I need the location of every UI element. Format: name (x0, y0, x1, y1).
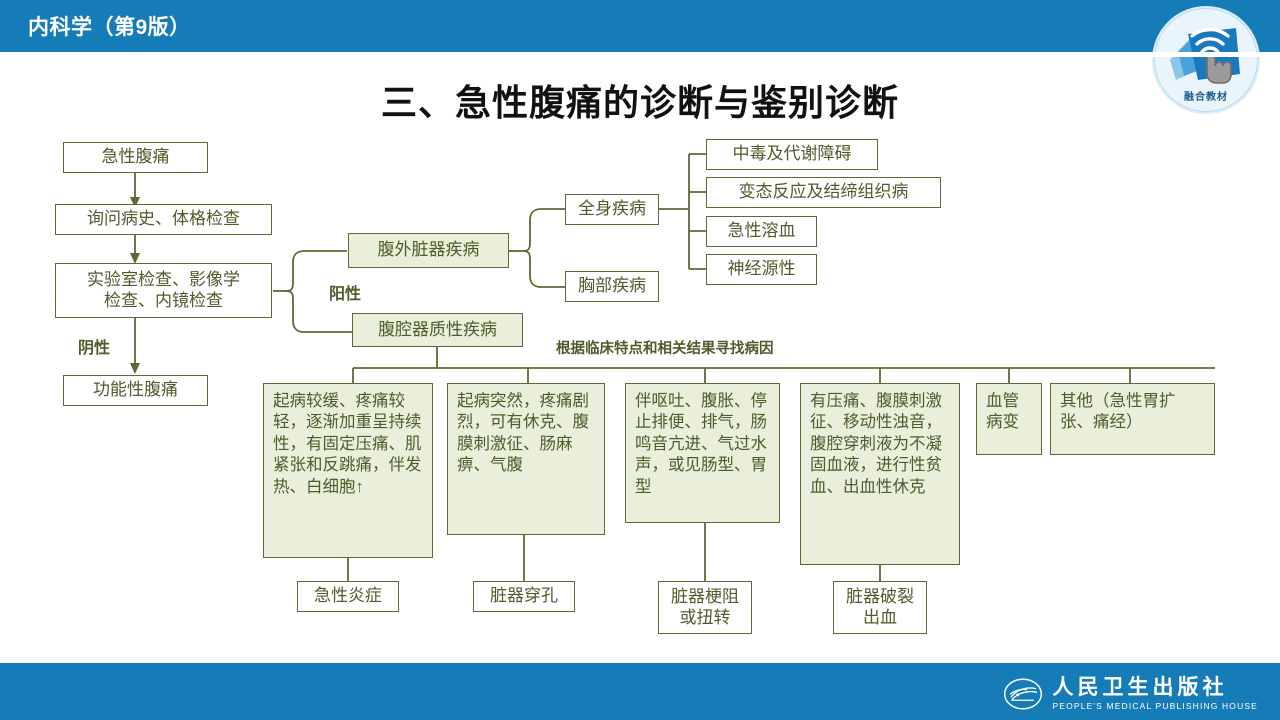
box-label: 急性炎症 (314, 586, 382, 606)
badge-ronghe-jiaocai: 融合教材 (1152, 6, 1260, 114)
box-label: 脏器穿孔 (490, 586, 558, 606)
header-divider (0, 52, 1280, 57)
node-label: 中毒及代谢障碍 (732, 144, 852, 164)
box-text: 血管病变 (986, 392, 1019, 432)
node-label: 变态反应及结缔组织病 (738, 182, 909, 202)
box-acute-inflammation: 急性炎症 (297, 581, 399, 612)
footer-bar (0, 663, 1280, 720)
header-title: 内科学（第9版） (28, 16, 191, 39)
node-chest-disease: 胸部疾病 (565, 271, 659, 302)
box-feature-inflammation: 起病较缓、疼痛较轻，逐渐加重呈持续性，有固定压痛、肌紧张和反跳痛，伴发热、白细胞… (263, 383, 433, 558)
box-text: 伴呕吐、腹胀、停止排便、排气，肠鸣音亢进、气过水声，或见肠型、胃型 (635, 392, 767, 496)
node-poisoning-metabolic-disorder: 中毒及代谢障碍 (706, 139, 878, 170)
node-label: 腹腔器质性疾病 (378, 319, 497, 339)
node-allergy-connective-tissue-disease: 变态反应及结缔组织病 (706, 177, 941, 208)
node-label: 神经源性 (727, 259, 796, 279)
node-acute-hemolysis: 急性溶血 (706, 216, 817, 247)
node-acute-abdominal-pain: 急性腹痛 (63, 142, 208, 173)
node-label: 急性腹痛 (101, 147, 170, 167)
badge-label: 融合教材 (1184, 92, 1228, 103)
node-lab-imaging-endoscopy: 实验室检查、影像学 检查、内镜检查 (55, 263, 272, 318)
node-label: 实验室检查、影像学 检查、内镜检查 (87, 269, 240, 310)
box-label: 脏器梗阻 或扭转 (671, 586, 739, 627)
box-feature-other: 其他（急性胃扩张、痛经） (1050, 383, 1215, 455)
node-label: 功能性腹痛 (93, 380, 178, 400)
box-label: 脏器破裂 出血 (846, 586, 914, 627)
page-title: 三、急性腹痛的诊断与鉴别诊断 (380, 82, 899, 123)
node-label: 急性溶血 (727, 221, 796, 241)
node-extra-abdominal-organ-disease: 腹外脏器疾病 (348, 233, 509, 268)
cause-search-note: 根据临床特点和相关结果寻找病因 (556, 341, 774, 357)
node-label: 全身疾病 (578, 199, 646, 219)
node-history-physical-exam: 询问病史、体格检查 (55, 204, 272, 235)
box-feature-perforation: 起病突然，疼痛剧烈，可有休克、腹膜刺激征、肠麻痹、气腹 (447, 383, 605, 535)
node-systemic-disease: 全身疾病 (565, 194, 659, 225)
node-abdominal-organic-disease: 腹腔器质性疾病 (352, 313, 523, 347)
box-text: 其他（急性胃扩张、痛经） (1060, 392, 1176, 432)
node-label: 腹外脏器疾病 (377, 240, 480, 260)
branch-label-positive: 阳性 (329, 286, 362, 303)
node-label: 胸部疾病 (578, 276, 646, 296)
publisher-logo: 人民卫生出版社 PEOPLE'S MEDICAL PUBLISHING HOUS… (1003, 675, 1258, 713)
box-organ-perforation: 脏器穿孔 (473, 581, 575, 612)
box-feature-rupture: 有压痛、腹膜刺激征、移动性浊音，腹腔穿刺液为不凝固血液，进行性贫血、出血性休克 (800, 383, 960, 565)
node-neurogenic: 神经源性 (706, 254, 817, 285)
node-label: 询问病史、体格检查 (87, 209, 240, 229)
pmph-wave-logo-icon (1004, 678, 1043, 710)
box-text: 起病较缓、疼痛较轻，逐渐加重呈持续性，有固定压痛、肌紧张和反跳痛，伴发热、白细胞… (273, 392, 422, 496)
box-text: 有压痛、腹膜刺激征、移动性浊音，腹腔穿刺液为不凝固血液，进行性贫血、出血性休克 (810, 392, 942, 496)
branch-label-negative: 阴性 (78, 340, 111, 357)
box-text: 起病突然，疼痛剧烈，可有休克、腹膜刺激征、肠麻痹、气腹 (457, 392, 589, 475)
header-bar (0, 0, 1280, 52)
node-functional-abdominal-pain: 功能性腹痛 (63, 375, 208, 406)
publisher-names: 人民卫生出版社 PEOPLE'S MEDICAL PUBLISHING HOUS… (1052, 677, 1258, 711)
box-organ-obstruction-torsion: 脏器梗阻 或扭转 (658, 581, 752, 634)
box-feature-vascular: 血管病变 (976, 383, 1042, 455)
publisher-name-cn: 人民卫生出版社 (1052, 675, 1228, 700)
box-organ-rupture-bleeding: 脏器破裂 出血 (833, 581, 927, 634)
publisher-name-en: PEOPLE'S MEDICAL PUBLISHING HOUSE (1052, 701, 1258, 712)
box-feature-obstruction: 伴呕吐、腹胀、停止排便、排气，肠鸣音亢进、气过水声，或见肠型、胃型 (625, 383, 780, 523)
